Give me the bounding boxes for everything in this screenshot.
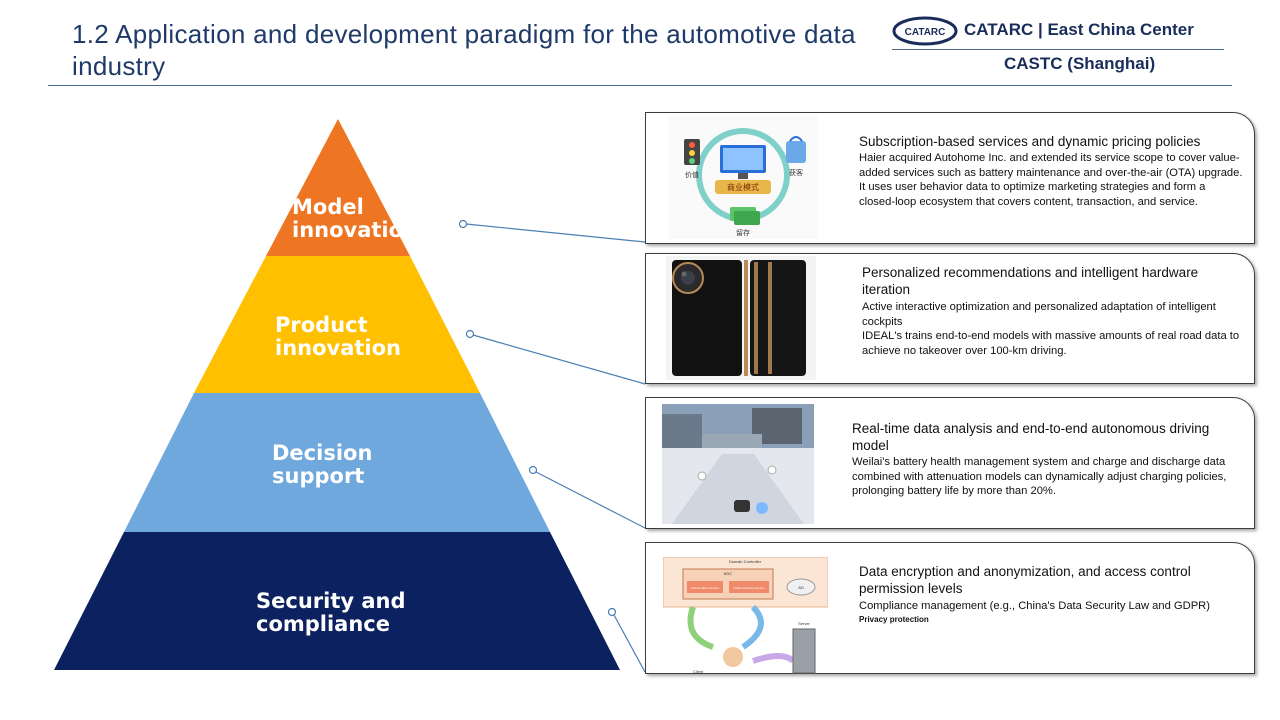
tier-label-security: Security and compliance — [256, 589, 406, 636]
diagram-tgs-label: Ticket Granting Service — [733, 586, 764, 590]
business-model-illustration-icon: 商业模式 价值 获客 留存 — [668, 115, 818, 239]
brand-logo-text: CATARC — [905, 27, 946, 38]
diagram-server-label: Server — [798, 621, 810, 626]
tier-label-model: Model innovation — [292, 196, 402, 242]
tier-security-compliance — [54, 532, 620, 670]
card-title: Personalized recommendations and intelli… — [862, 265, 1199, 297]
card-title: Real-time data analysis and end-to-end a… — [852, 421, 1210, 453]
diagram-kdc-label: KDC — [724, 571, 733, 576]
thumb-label-value: 价值 — [685, 170, 699, 179]
brand-name: CATARC | East China Center — [964, 20, 1194, 39]
header-divider — [48, 85, 1232, 86]
kerberos-diagram-icon: Domain Controller KDC Authorization Serv… — [663, 557, 828, 674]
tier-label-decision: Decision support — [272, 441, 373, 488]
card-security: Domain Controller KDC Authorization Serv… — [645, 542, 1255, 674]
brand-subtitle: CASTC (Shanghai) — [1004, 54, 1156, 73]
tier-model-innovation — [266, 119, 410, 256]
diagram-domain-label: Domain Controller — [729, 559, 762, 564]
tier-product-innovation — [194, 256, 480, 393]
diagram-ad-label: AD — [798, 585, 804, 590]
card-body: Active interactive optimization and pers… — [862, 301, 1240, 357]
privacy-note: Privacy protection — [859, 614, 929, 624]
thumb-label-acquire: 获客 — [789, 168, 803, 177]
brand-block: CATARC CATARC | East China Center CASTC … — [892, 14, 1224, 78]
autonomous-driving-visual-icon — [662, 404, 814, 524]
thumb-label-retain: 留存 — [736, 228, 750, 237]
card-realtime: Real-time data analysis and end-to-end a… — [645, 397, 1255, 529]
card-body: Weilai's battery health management syste… — [852, 456, 1227, 497]
brand-divider — [892, 49, 1224, 50]
catarc-logo-icon: CATARC — [892, 16, 958, 46]
diagram-client-label: Client — [693, 669, 704, 674]
page-title: 1.2 Application and development paradigm… — [72, 19, 856, 81]
card-body: Haier acquired Autohome Inc. and extende… — [859, 152, 1243, 208]
card-personalized: Personalized recommendations and intelli… — [645, 253, 1255, 384]
diagram-auth-label: Authorization Service — [691, 586, 720, 590]
card-title: Data encryption and anonymization, and a… — [859, 564, 1191, 596]
card-title: Subscription-based services and dynamic … — [859, 134, 1201, 149]
card-body: Compliance management (e.g., China's Dat… — [859, 599, 1249, 626]
pyramid-diagram — [54, 119, 620, 670]
tier-decision-support — [124, 393, 550, 532]
tier-label-product: Product innovation — [275, 313, 401, 360]
foldable-phone-image-icon — [666, 256, 816, 380]
card-subscription: 商业模式 价值 获客 留存 Subscription-based service… — [645, 112, 1255, 244]
thumb-caption: 商业模式 — [727, 182, 759, 192]
